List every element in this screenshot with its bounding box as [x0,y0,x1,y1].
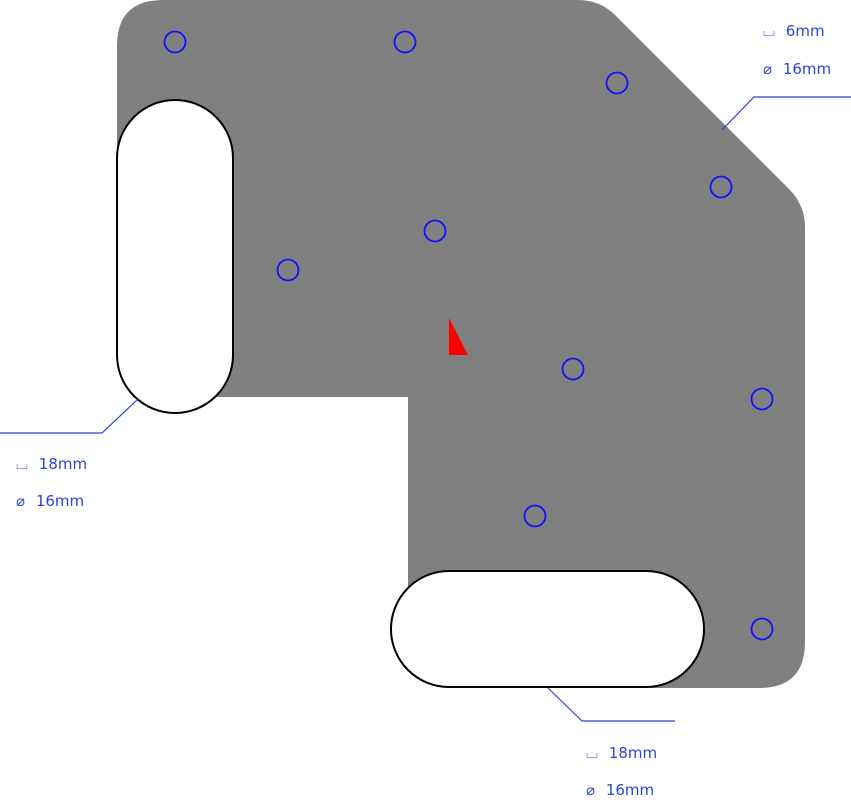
hole-8 [750,387,774,411]
callout-bottom-diameter: ⌀ 16mm [586,781,654,799]
leader-bottom [547,687,675,722]
left-slot [116,99,234,414]
hole-6 [276,258,300,282]
callout-bottom-depth: ⌴ 18mm [586,744,657,762]
hole-7 [561,357,585,381]
hole-5 [423,219,447,243]
hole-2 [393,30,417,54]
callout-top-right-diameter: ⌀ 16mm [763,60,831,78]
leader-top-right [721,96,851,131]
leader-left [0,398,139,434]
callout-top-right-depth: ⌴ 6mm [763,22,825,40]
hole-10 [750,617,774,641]
hole-1 [163,30,187,54]
hole-9 [523,504,547,528]
hole-4 [709,175,733,199]
callout-left-diameter: ⌀ 16mm [16,492,84,510]
callout-left-depth: ⌴ 18mm [16,455,87,473]
hole-3 [605,71,629,95]
origin-marker [449,318,468,355]
bottom-slot [390,570,705,688]
